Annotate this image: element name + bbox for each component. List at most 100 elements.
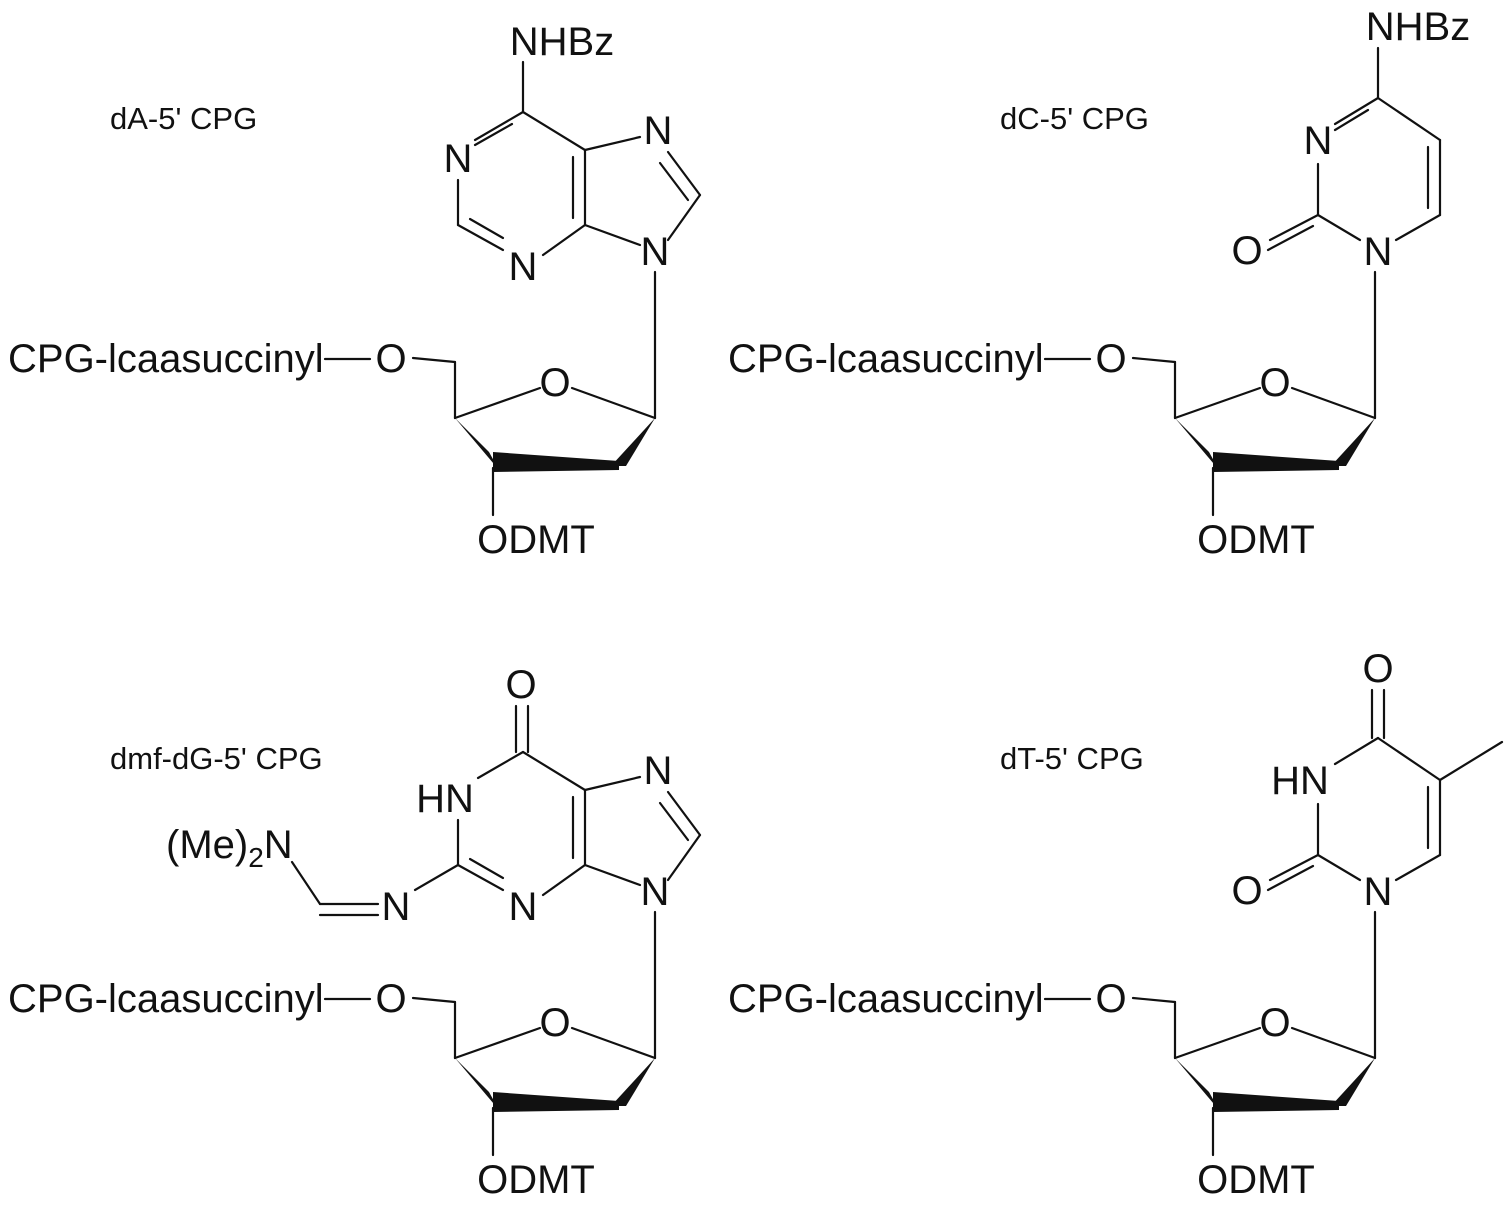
bond: [1316, 213, 1362, 242]
wedge-bond: [1175, 418, 1219, 470]
bond: [666, 833, 702, 882]
methyl-bond: [1438, 740, 1504, 782]
bond: [1131, 996, 1177, 1004]
linker-oxygen-da: O: [375, 337, 406, 381]
n3-label-da: N: [509, 245, 538, 289]
ring-oxygen-dc: O: [1259, 361, 1290, 405]
n1-label-dt: N: [1364, 870, 1393, 914]
bond: [541, 223, 587, 257]
bond: [1333, 96, 1380, 126]
wedge-bond: [493, 1092, 619, 1112]
n1-label-dc: N: [1364, 230, 1393, 274]
n3h-label-dt: HN: [1271, 759, 1329, 803]
dmf-nitrogen: N: [264, 823, 293, 867]
linker-label-da: CPG-lcaasuccinyl: [8, 337, 324, 381]
bond: [1173, 1026, 1262, 1060]
bond: [473, 110, 525, 142]
bond: [476, 750, 525, 780]
c6-oxygen-label-dg: O: [505, 663, 536, 707]
double-bond-inner: [658, 161, 690, 202]
n3-label-dg: N: [509, 885, 538, 929]
wedge-bond: [1331, 1058, 1375, 1106]
ring-oxygen-da: O: [539, 361, 570, 405]
double-bond-inner: [468, 217, 505, 240]
c4-oxygen-label-dt: O: [1362, 647, 1393, 691]
n7-label-da: N: [644, 109, 673, 153]
structure-da-cpg: dA-5' CPG O ODMT O CPG-lcaasuccinyl NHBz…: [8, 20, 702, 562]
wedge-bond: [1213, 1092, 1339, 1112]
wedge-bond: [455, 418, 499, 470]
n1-label-da: N: [444, 137, 473, 181]
structure-dt-cpg: dT-5' CPG O ODMT O CPG-lcaasuccinyl O HN…: [728, 647, 1504, 1202]
bond: [1333, 736, 1380, 766]
bond: [1290, 1026, 1377, 1060]
c2-oxygen-label-dc: O: [1231, 229, 1262, 273]
double-bond-inner: [468, 857, 505, 880]
nhbz-label-dc: NHBz: [1366, 5, 1470, 49]
c2-oxygen-label-dt: O: [1231, 869, 1262, 913]
bond: [1268, 213, 1320, 242]
bond: [583, 135, 642, 152]
dmf-subscript: 2: [248, 842, 264, 873]
ring-oxygen-dg: O: [539, 1001, 570, 1045]
ring-oxygen-dt: O: [1259, 1001, 1290, 1045]
n9-label-da: N: [641, 230, 670, 274]
bond: [413, 863, 460, 892]
double-bond-outer: [1266, 224, 1315, 252]
wedge-bond: [455, 1058, 499, 1110]
bond: [666, 150, 702, 197]
wedge-bond: [1175, 1058, 1219, 1110]
structure-dc-cpg: dC-5' CPG O ODMT O CPG-lcaasuccinyl NHBz…: [728, 5, 1470, 562]
double-bond-inner: [658, 801, 690, 842]
bond: [456, 863, 505, 892]
dmf-label-dg: (Me)2N: [166, 823, 293, 873]
nhbz-label-da: NHBz: [510, 20, 614, 64]
wedge-bond: [611, 1058, 655, 1106]
bond: [583, 863, 642, 887]
bond: [1268, 853, 1320, 882]
linker-oxygen-dc: O: [1095, 337, 1126, 381]
double-bond-inner: [473, 122, 514, 147]
wedge-bond: [1331, 418, 1375, 466]
double-bond-inner: [1333, 108, 1370, 132]
bond: [1290, 386, 1377, 420]
bond: [1394, 213, 1442, 242]
bond: [290, 860, 322, 906]
bond: [1394, 853, 1442, 882]
bond: [411, 996, 457, 1004]
odmt-label-dc: ODMT: [1197, 518, 1315, 562]
linker-oxygen-dt: O: [1095, 977, 1126, 1021]
imine-n-label-dg: N: [382, 885, 411, 929]
caption-dt: dT-5' CPG: [1000, 741, 1144, 776]
bond: [1173, 386, 1262, 420]
linker-label-dg: CPG-lcaasuccinyl: [8, 977, 324, 1021]
n7-label-dg: N: [644, 749, 673, 793]
bond: [1376, 736, 1442, 782]
n9-label-dg: N: [641, 870, 670, 914]
caption-da: dA-5' CPG: [110, 101, 257, 136]
structure-dg-cpg: dmf-dG-5' CPG O ODMT O CPG-lcaasuccinyl …: [8, 663, 702, 1202]
caption-dg: dmf-dG-5' CPG: [110, 741, 323, 776]
linker-label-dt: CPG-lcaasuccinyl: [728, 977, 1044, 1021]
caption-dc: dC-5' CPG: [1000, 101, 1149, 136]
bond: [1376, 96, 1442, 142]
bond: [1316, 853, 1362, 882]
wedge-bond: [1213, 452, 1339, 472]
linker-label-dc: CPG-lcaasuccinyl: [728, 337, 1044, 381]
bond: [666, 790, 702, 837]
bond: [456, 223, 505, 252]
odmt-label-da: ODMT: [477, 518, 595, 562]
bond: [1131, 356, 1177, 364]
wedge-bond: [493, 452, 619, 472]
bond: [570, 386, 657, 420]
bond: [411, 356, 457, 364]
bond: [570, 1026, 657, 1060]
n1h-label-dg: HN: [416, 777, 474, 821]
odmt-label-dt: ODMT: [1197, 1158, 1315, 1200]
odmt-label-dg: ODMT: [477, 1158, 595, 1200]
bond: [521, 110, 587, 152]
bond: [453, 386, 542, 420]
bond: [583, 223, 642, 247]
linker-oxygen-dg: O: [375, 977, 406, 1021]
